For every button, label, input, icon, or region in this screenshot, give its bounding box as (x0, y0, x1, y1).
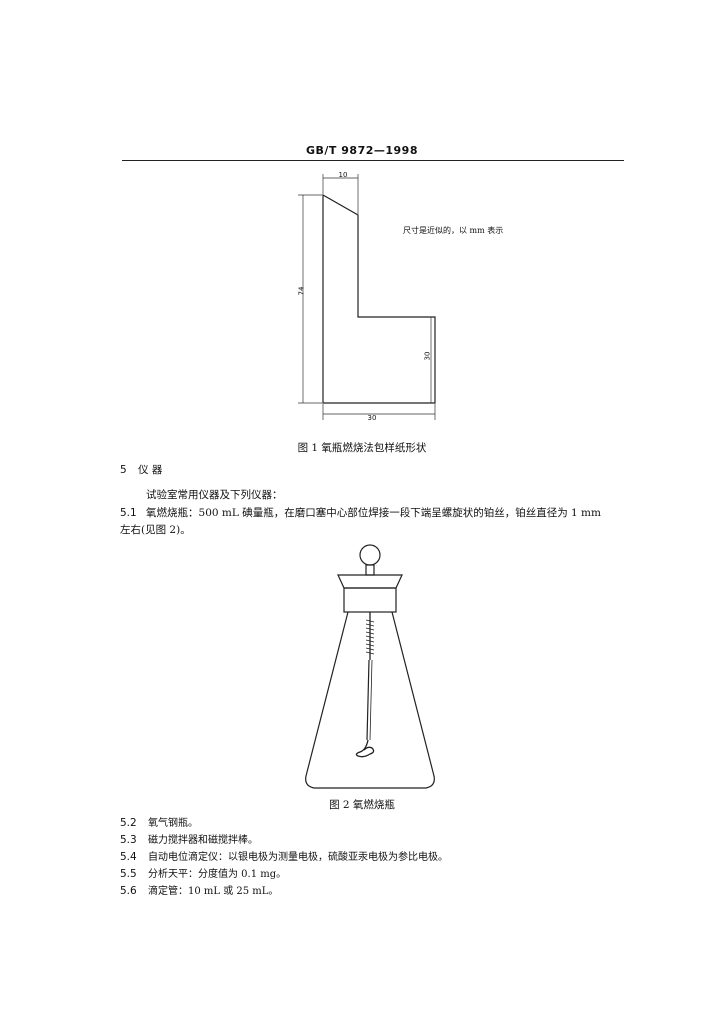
item-number: 5.2 (120, 817, 137, 829)
item-text: 自动电位滴定仪：以银电极为测量电极，硫酸亚汞电极为参比电极。 (148, 852, 448, 863)
item-number: 5.4 (120, 851, 137, 863)
header-rule (122, 160, 624, 161)
item-number: 5.3 (120, 834, 137, 846)
figure2-caption: 图 2 氧燃烧瓶 (329, 799, 395, 811)
list-item: 5.3 磁力搅拌器和磁搅拌棒。 (120, 831, 258, 846)
item-text: 磁力搅拌器和磁搅拌棒。 (148, 835, 258, 846)
list-item: 5.5 分析天平：分度值为 0.1 mg。 (120, 865, 286, 880)
section-title: 仪 器 (138, 464, 163, 476)
section-heading: 5 仪 器 (120, 462, 162, 477)
figure1-note: 尺寸是近似的，以 mm 表示 (403, 226, 504, 235)
section-intro: 试验室常用仪器及下列仪器： (146, 489, 283, 501)
list-item: 5.6 滴定管：10 mL 或 25 mL。 (120, 882, 278, 897)
item-text: 氧气钢瓶。 (148, 818, 198, 829)
item-text: 滴定管：10 mL 或 25 mL。 (148, 886, 279, 897)
item-number: 5.6 (120, 885, 137, 897)
list-item: 5.2 氧气钢瓶。 (120, 814, 198, 829)
item-5-1-continuation: 左右(见图 2)。 (120, 524, 191, 536)
figure1-caption: 图 1 氧瓶燃烧法包样纸形状 (297, 442, 427, 454)
item-number: 5.1 (120, 507, 137, 519)
dim-bottom-label: 30 (367, 414, 377, 422)
item-5-1: 5.1 氧燃烧瓶：500 mL 碘量瓶，在磨口塞中心部位焊接一段下端呈螺旋状的铂… (120, 505, 601, 520)
dim-right-label: 30 (423, 351, 432, 361)
dim-left-label: 74 (297, 286, 306, 296)
figure1-drawing (298, 174, 436, 420)
item-text: 分析天平：分度值为 0.1 mg。 (148, 869, 287, 880)
section-number: 5 (120, 464, 127, 476)
item-text: 氧燃烧瓶：500 mL 碘量瓶，在磨口塞中心部位焊接一段下端呈螺旋状的铂丝，铂丝… (146, 507, 601, 519)
list-item: 5.4 自动电位滴定仪：以银电极为测量电极，硫酸亚汞电极为参比电极。 (120, 848, 448, 863)
figure2-drawing (305, 544, 435, 789)
standard-header: GB/T 9872—1998 (306, 144, 418, 157)
item-number: 5.5 (120, 868, 137, 880)
dim-top-label: 10 (338, 171, 348, 179)
